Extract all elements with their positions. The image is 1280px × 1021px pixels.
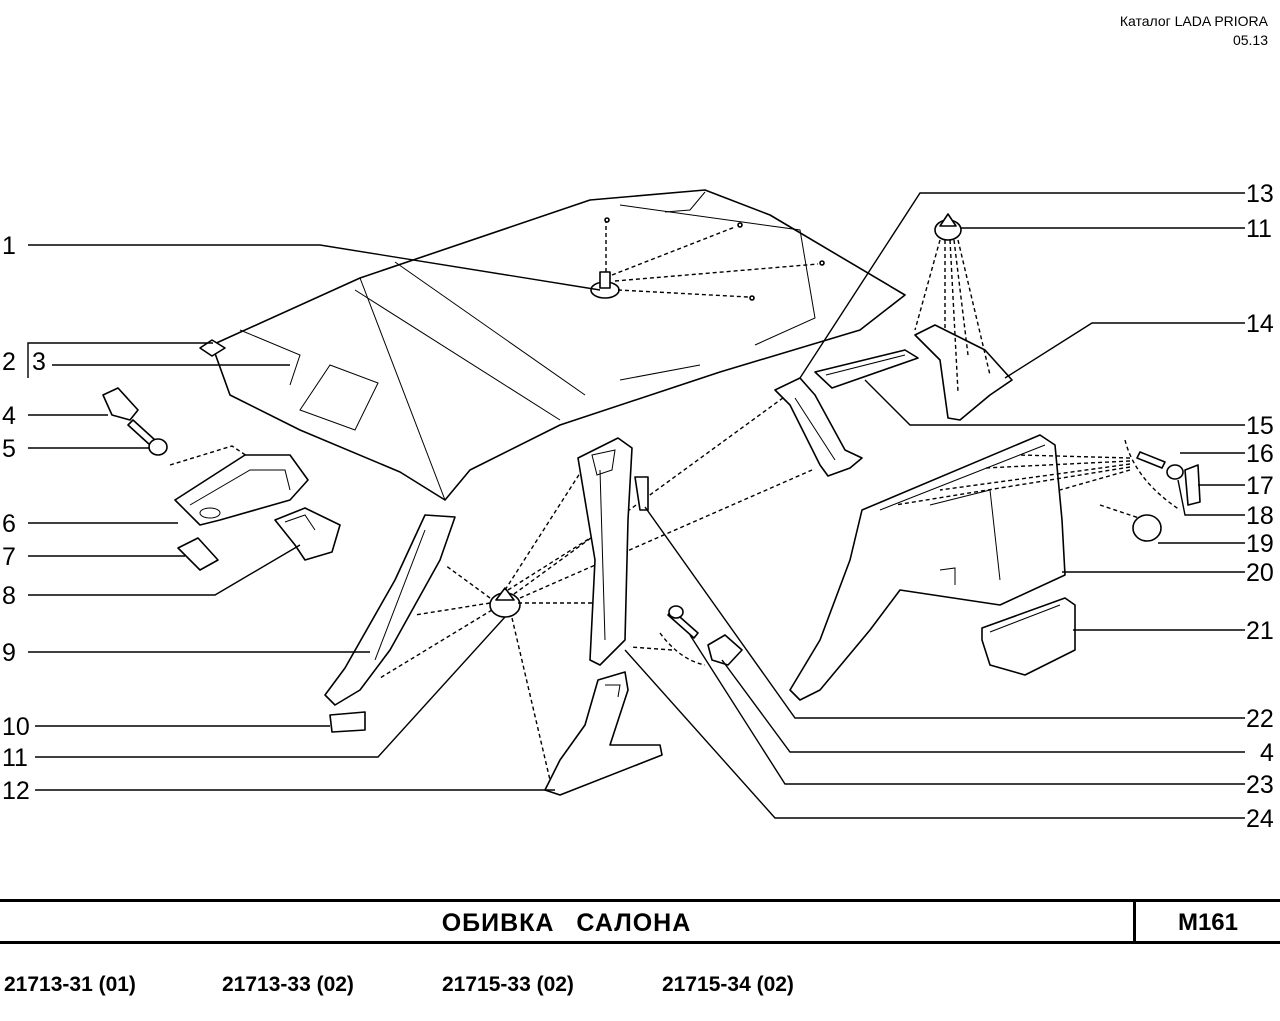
callout-right-19: 19 [1246, 530, 1274, 558]
b-pillar-lower-trim-part [544, 671, 663, 796]
clip-arrow-9 [513, 394, 788, 595]
screw-arc [659, 632, 706, 666]
footer-divider [1133, 902, 1136, 944]
leader-15 [864, 379, 1245, 426]
callout-left-8: 8 [2, 582, 16, 610]
parts-diagram: 1 2 3 4 5 6 7 8 9 10 11 12 13 11 14 15 1… [2, 180, 1274, 833]
leader-18 [1177, 479, 1245, 516]
callout-right-4: 4 [1260, 739, 1274, 767]
clip-11-arrow-4 [953, 239, 969, 356]
leader-4-right [721, 659, 1245, 753]
callout-right-18: 18 [1246, 502, 1274, 530]
luggage-side-trim-part [789, 434, 1066, 701]
callout-left-3: 3 [32, 348, 46, 376]
leader-13 [799, 192, 1245, 379]
luggage-arrow-3 [939, 463, 1131, 491]
clip-arrow-3 [379, 609, 493, 679]
headliner-part [199, 189, 906, 501]
callout-right-17: 17 [1246, 472, 1274, 500]
plug-19-part [1132, 514, 1162, 542]
model-code: 21713-31 (01) [4, 973, 136, 996]
luggage-arrow-4 [894, 466, 1131, 506]
storage-box-part [981, 597, 1076, 676]
footer-top-rule [0, 899, 1280, 902]
luggage-arrow-2 [984, 460, 1131, 469]
screw-part [127, 419, 168, 456]
screw-23-part [667, 605, 699, 639]
clip-arrow-4 [504, 469, 583, 591]
clip-arrow-7 [511, 617, 551, 781]
fastener-arrow-4 [617, 289, 749, 298]
seal-strip-part [634, 476, 649, 511]
leader-22 [644, 506, 1245, 719]
fastener-arrow-3 [614, 263, 819, 282]
c-pillar-trim-part [774, 377, 863, 477]
callout-left-12: 12 [2, 777, 30, 805]
model-code: 21715-34 (02) [662, 973, 794, 996]
callout-right-14: 14 [1246, 310, 1274, 338]
callout-left-7: 7 [2, 543, 16, 571]
model-code: 21715-33 (02) [442, 973, 574, 996]
catalog-date: 05.13 [1232, 32, 1268, 48]
clip-arrow-2 [414, 602, 491, 616]
luggage-arrow-5 [1059, 469, 1131, 491]
callout-left-5: 5 [2, 435, 16, 463]
a-pillar-trim-part [324, 514, 456, 706]
model-code: 21713-33 (02) [222, 973, 354, 996]
clip-11-arrow-3 [949, 239, 959, 393]
screw-16-part [1136, 451, 1184, 480]
clamp-17-part [1184, 464, 1201, 506]
callout-left-4: 4 [2, 402, 16, 430]
b-pillar-upper-trim-part [577, 437, 633, 666]
clip-arrow-1 [444, 564, 491, 599]
leader-1 [28, 244, 601, 291]
callout-right-24: 24 [1246, 805, 1274, 833]
leader-8 [28, 544, 301, 596]
leader-2-bracket [27, 342, 213, 378]
clip-11-arrow-1 [914, 239, 941, 331]
cover-plate-part [177, 537, 219, 571]
lamp-housing-part [274, 507, 341, 561]
callout-left-2: 2 [2, 348, 16, 376]
screw-to-console-arrow [169, 445, 251, 466]
leader-14 [1004, 322, 1245, 379]
leader-11 [35, 616, 506, 758]
callout-right-20: 20 [1246, 559, 1274, 587]
page-code: М161 [1177, 909, 1239, 936]
overhead-console-part [174, 454, 309, 526]
page-title: ОБИВКА САЛОНА [441, 909, 692, 937]
callout-right-22: 22 [1246, 705, 1274, 733]
callout-left-6: 6 [2, 510, 16, 538]
leader-23 [689, 634, 1245, 785]
screw-16-arc [1124, 439, 1181, 511]
callout-left-11: 11 [2, 744, 28, 772]
leader-24 [624, 649, 1245, 819]
callout-right-23: 23 [1246, 771, 1274, 799]
fastener-arrow-2 [611, 226, 736, 276]
rear-shelf-trim-part [814, 349, 919, 389]
callout-right-15: 15 [1246, 412, 1274, 440]
callout-right-13: 13 [1246, 180, 1274, 208]
model-list: 21713-31 (01) 21713-33 (02) 21715-33 (02… [0, 973, 1280, 1003]
clip-arrow-8 [519, 469, 813, 599]
callout-left-10: 10 [2, 713, 30, 741]
hook-4-part [707, 634, 743, 666]
callout-right-21: 21 [1246, 617, 1274, 645]
footer-bottom-rule [0, 941, 1280, 944]
clip-arrow-5 [507, 534, 596, 591]
plug-axis-line [1099, 504, 1146, 521]
rear-quarter-upper-trim-part [914, 324, 1013, 421]
plug-part [329, 711, 366, 733]
clip-11-arrow-5 [957, 239, 991, 376]
callout-left-1: 1 [2, 232, 16, 260]
callout-left-9: 9 [2, 639, 16, 667]
callout-right-16: 16 [1246, 440, 1274, 468]
luggage-arrow-1 [1019, 454, 1131, 459]
catalog-title: Каталог LADA PRIORA [1119, 13, 1268, 29]
callout-right-11: 11 [1246, 215, 1272, 243]
clip-11-part [934, 213, 962, 241]
hook-to-pillar-arrow [629, 646, 673, 651]
hook-part [102, 387, 139, 421]
